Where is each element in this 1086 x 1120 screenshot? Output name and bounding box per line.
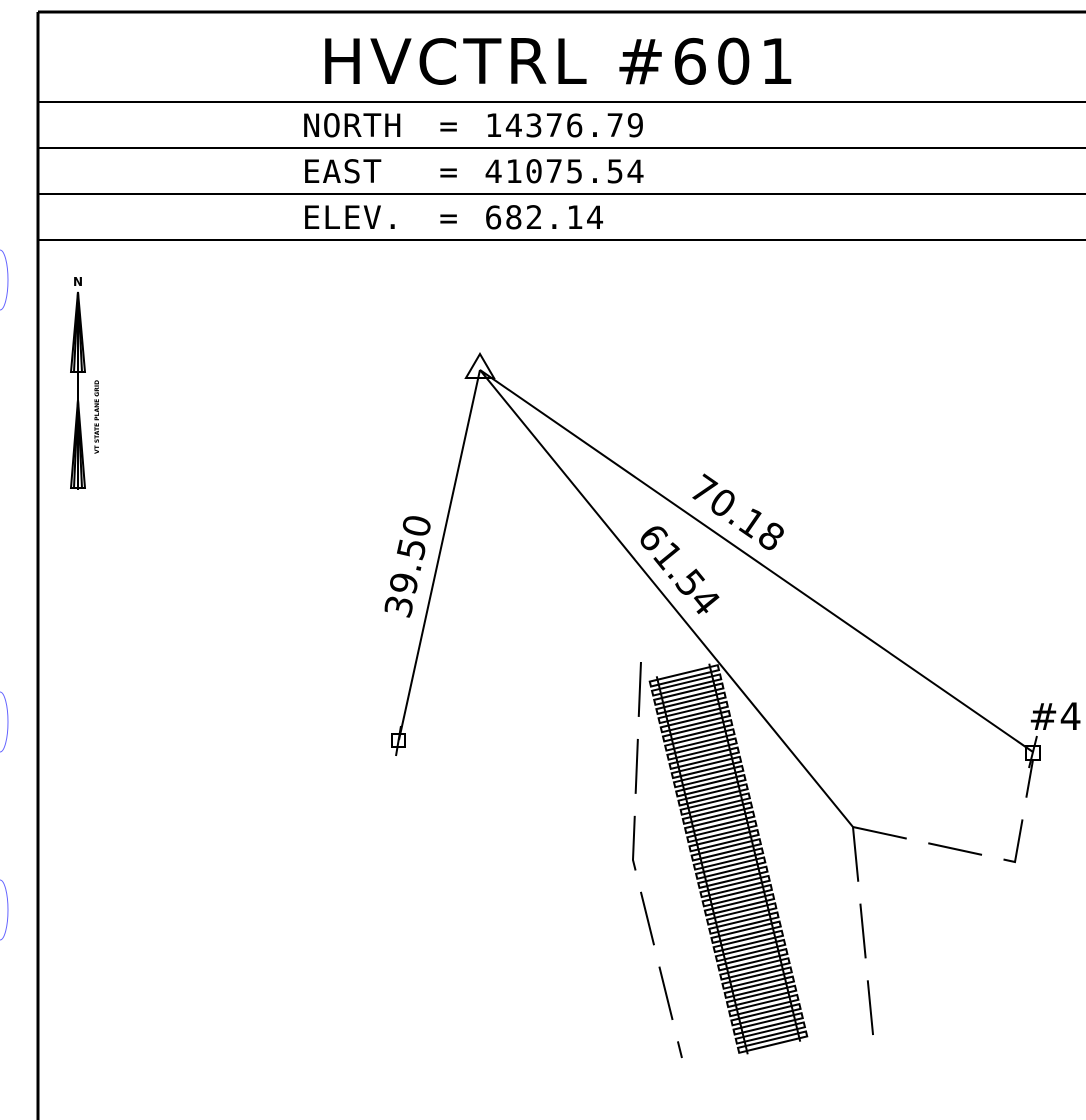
north-coordinate-row: NORTH = 14376.79 bbox=[302, 107, 646, 145]
reference-point-marker bbox=[391, 725, 406, 757]
track-tie bbox=[659, 709, 732, 734]
track-tie bbox=[674, 773, 747, 798]
track-tie bbox=[688, 828, 760, 853]
tie-line-3 bbox=[479, 369, 1034, 753]
east-coordinate-row: EAST = 41075.54 bbox=[302, 153, 646, 191]
track-tie bbox=[672, 764, 745, 789]
track-tie bbox=[690, 837, 763, 862]
track-tie bbox=[652, 682, 725, 707]
elevation-label: ELEV. bbox=[302, 199, 403, 237]
track-tie bbox=[725, 984, 798, 1009]
track-tie bbox=[681, 801, 754, 826]
track-tie bbox=[703, 892, 776, 917]
track-tie bbox=[723, 975, 796, 1000]
left-edge-dashed bbox=[631, 661, 683, 1059]
east-value: 41075.54 bbox=[484, 153, 646, 191]
track-tie bbox=[686, 819, 758, 844]
track-tie bbox=[694, 856, 767, 881]
track-tie bbox=[710, 920, 783, 945]
track-tie bbox=[697, 865, 769, 890]
track-tie bbox=[683, 810, 756, 835]
track-tie bbox=[670, 755, 743, 780]
elevation-row: ELEV. = 682.14 bbox=[302, 199, 606, 237]
tie-line-2 bbox=[479, 369, 854, 828]
track-tie bbox=[657, 700, 729, 725]
track-tie bbox=[705, 902, 778, 926]
track-tie bbox=[716, 947, 789, 972]
track-tie bbox=[701, 883, 774, 908]
elevation-equals: = bbox=[439, 199, 459, 237]
margin-marks bbox=[0, 249, 9, 941]
track-tie bbox=[668, 746, 741, 771]
railroad-track bbox=[648, 663, 809, 1055]
track-tie bbox=[732, 1011, 805, 1036]
edge-lines bbox=[631, 661, 1034, 1059]
reference-point-label: #4 bbox=[1028, 696, 1083, 739]
title-block-frame bbox=[36, 10, 1086, 1120]
track-tie bbox=[708, 911, 780, 935]
north-equals: = bbox=[439, 107, 459, 145]
east-label: EAST bbox=[302, 153, 383, 191]
east-equals: = bbox=[439, 153, 459, 191]
track-tie bbox=[655, 691, 727, 716]
track-tie bbox=[714, 938, 787, 963]
track-tie bbox=[677, 783, 749, 807]
track-tie bbox=[721, 966, 794, 990]
grid-label: VT STATE PLANE GRID bbox=[94, 380, 101, 454]
track-tie bbox=[666, 737, 738, 761]
track-tie bbox=[734, 1021, 807, 1045]
track-tie bbox=[736, 1030, 809, 1055]
track-tie bbox=[663, 728, 736, 752]
track-tie bbox=[661, 718, 734, 743]
track-tie bbox=[699, 874, 771, 899]
elevation-value: 682.14 bbox=[484, 199, 606, 237]
track-tie bbox=[712, 929, 785, 954]
track-tie bbox=[692, 847, 765, 871]
distance-label-1: 39.50 bbox=[376, 510, 441, 623]
track-tie bbox=[719, 957, 791, 981]
track-tie bbox=[728, 993, 800, 1018]
track-tie bbox=[648, 663, 721, 688]
track-tie bbox=[730, 1002, 802, 1027]
north-arrow: N VT STATE PLANE GRID bbox=[69, 275, 101, 490]
tie-lines bbox=[398, 369, 1034, 828]
track-tie bbox=[679, 792, 752, 816]
north-value: 14376.79 bbox=[484, 107, 646, 145]
right-edge-dashed bbox=[852, 826, 876, 1056]
control-point-triangle bbox=[464, 352, 496, 379]
north-label: NORTH bbox=[302, 107, 403, 145]
track-tie bbox=[650, 673, 723, 697]
tie-line-1 bbox=[398, 369, 481, 741]
lot-line-dashed bbox=[852, 759, 1034, 864]
north-arrow-letter: N bbox=[73, 275, 83, 289]
point-title: HVCTRL #601 bbox=[319, 26, 801, 99]
